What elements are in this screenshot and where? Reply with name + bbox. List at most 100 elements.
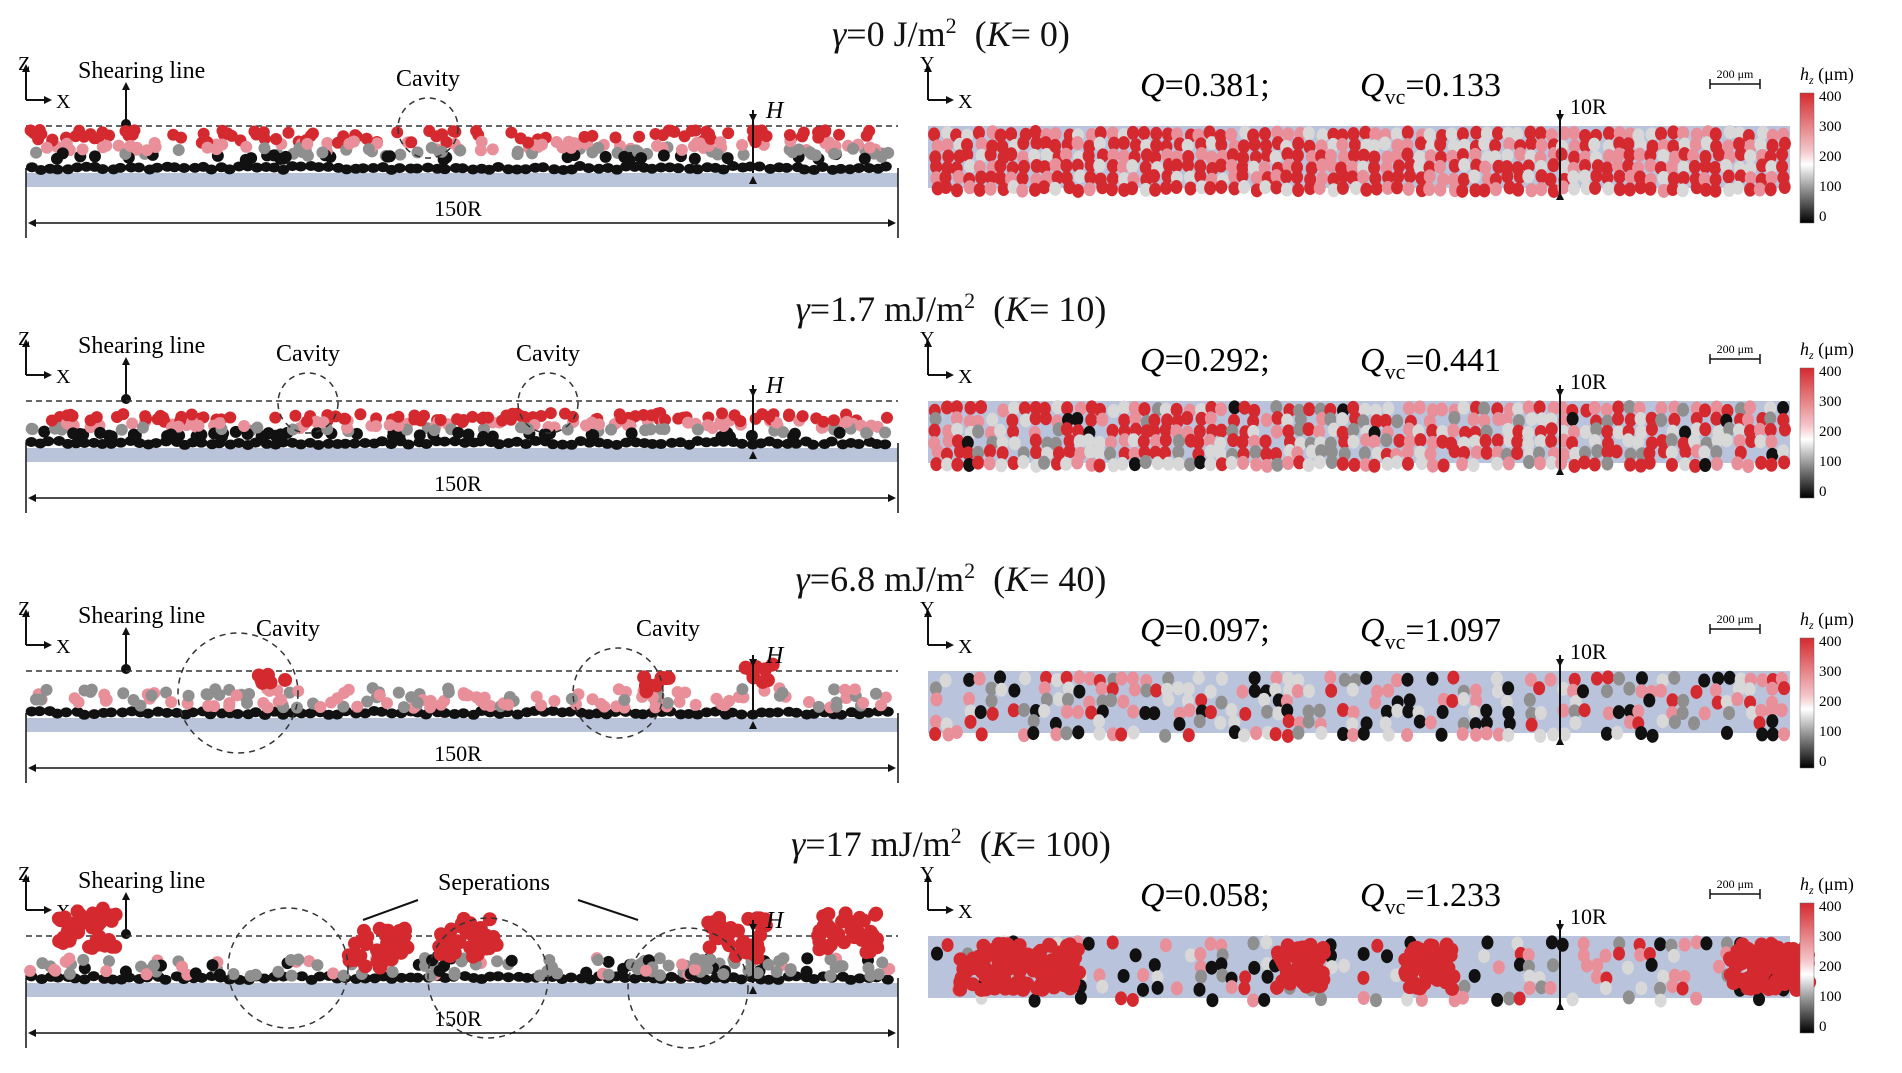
- axis-x-top-label: X: [958, 366, 973, 388]
- panel-title: γ=0 J/m2 (K= 0): [832, 13, 1070, 54]
- axis-y-label: Y: [920, 598, 934, 620]
- scale-bar-label: 200 μm: [1717, 342, 1754, 356]
- h-arrow-top: [749, 659, 757, 667]
- shearing-line-label: Shearing line: [78, 58, 205, 84]
- cavity-circle: [397, 97, 459, 159]
- colorbar-tick: 0: [1819, 1019, 1827, 1035]
- substrate: [26, 718, 898, 732]
- superscript: 2: [964, 288, 976, 313]
- y-axis-arrow: [924, 64, 932, 72]
- colorbar-tick: 200: [1819, 694, 1842, 710]
- cavity-circle: [517, 372, 579, 434]
- h-marker-label: H: [765, 373, 785, 399]
- qvc-label: Qvc=0.133: [1360, 67, 1501, 109]
- h-arrow-top: [749, 389, 757, 397]
- gamma-symbol: γ: [832, 14, 847, 54]
- qvc-label: Qvc=1.233: [1360, 877, 1501, 919]
- panel-title: γ=1.7 mJ/m2 (K= 10): [795, 288, 1107, 329]
- annotation-label: Cavity: [256, 616, 320, 642]
- top-particles: [928, 125, 1791, 198]
- separation-circle: [227, 907, 349, 1029]
- axis-x-label: X: [56, 636, 71, 658]
- x-axis-arrow: [44, 371, 52, 379]
- y-axis-arrow: [924, 339, 932, 347]
- axis-y-label: Y: [920, 53, 934, 75]
- x-axis-top-arrow: [946, 906, 954, 914]
- x-axis-top-arrow: [946, 371, 954, 379]
- colorbar-tick: 400: [1819, 89, 1842, 105]
- colorbar: [1799, 637, 1815, 769]
- scale-bar-label: 200 μm: [1717, 612, 1754, 626]
- colorbar-title: hz (μm): [1800, 64, 1854, 87]
- axis-x-top-label: X: [958, 636, 973, 658]
- superscript: 2: [950, 823, 962, 848]
- cavity-circle: [177, 632, 299, 754]
- top-particles: [928, 400, 1791, 473]
- length-arrow-right: [888, 219, 896, 227]
- cavity-circle: [572, 647, 664, 739]
- annotation-label: Cavity: [516, 341, 580, 367]
- colorbar-tick: 200: [1819, 959, 1842, 975]
- scale-bar-label: 200 μm: [1717, 877, 1754, 891]
- x-axis-arrow: [44, 641, 52, 649]
- q-label: Q=0.381;: [1140, 67, 1270, 104]
- x-axis-arrow: [44, 906, 52, 914]
- k-symbol: K: [986, 14, 1011, 54]
- colorbar-tick: 100: [1819, 724, 1842, 740]
- h-arrow-bottom: [749, 451, 757, 459]
- qvc-label: Qvc=1.097: [1360, 612, 1501, 654]
- width-arrow-bottom: [1556, 1002, 1564, 1010]
- width-arrow-top: [1556, 924, 1564, 932]
- superscript: 2: [964, 558, 976, 583]
- substrate: [26, 983, 898, 997]
- q-label: Q=0.097;: [1140, 612, 1270, 649]
- z-axis-arrow: [22, 874, 30, 882]
- substrate: [26, 448, 898, 462]
- panel-title: γ=17 mJ/m2 (K= 100): [791, 823, 1111, 864]
- separation-circle: [427, 917, 549, 1039]
- colorbar-title: hz (μm): [1800, 339, 1854, 362]
- length-label: 150R: [434, 741, 482, 766]
- h-arrow-top: [749, 114, 757, 122]
- width-arrow-bottom: [1556, 737, 1564, 745]
- length-arrow-left: [28, 494, 36, 502]
- colorbar-tick: 100: [1819, 179, 1842, 195]
- colorbar: [1799, 367, 1815, 499]
- length-arrow-right: [888, 494, 896, 502]
- k-value: = 40): [1029, 559, 1107, 599]
- z-axis-arrow: [22, 339, 30, 347]
- gamma-value: =1.7 mJ/m: [809, 289, 965, 329]
- axis-y-label: Y: [920, 328, 934, 350]
- width-marker-label: 10R: [1570, 639, 1607, 664]
- colorbar-tick: 0: [1819, 754, 1827, 770]
- shearing-line-label: Shearing line: [78, 868, 205, 894]
- colorbar-tick: 400: [1819, 364, 1842, 380]
- side-particles: [24, 124, 895, 175]
- colorbar: [1799, 902, 1815, 1034]
- gamma-value: =6.8 mJ/m: [809, 559, 965, 599]
- colorbar-tick: 0: [1819, 484, 1827, 500]
- colorbar-tick: 400: [1819, 899, 1842, 915]
- q-label: Q=0.292;: [1140, 342, 1270, 379]
- gamma-value: =17 mJ/m: [805, 824, 951, 864]
- shearing-arrow-head: [122, 627, 130, 635]
- shearing-line-label: Shearing line: [78, 603, 205, 629]
- axis-y-label: Y: [920, 863, 934, 885]
- length-arrow-left: [28, 764, 36, 772]
- shearing-arrow-head: [122, 82, 130, 90]
- h-marker-label: H: [765, 643, 785, 669]
- colorbar-tick: 400: [1819, 634, 1842, 650]
- top-particles: [929, 670, 1791, 743]
- annotation-label: Seperations: [438, 870, 550, 896]
- side-particles: [24, 901, 896, 985]
- shearing-marker: [121, 664, 131, 674]
- y-axis-arrow: [924, 609, 932, 617]
- x-axis-arrow: [44, 96, 52, 104]
- axis-x-label: X: [56, 91, 71, 113]
- length-label: 150R: [434, 471, 482, 496]
- q-label: Q=0.058;: [1140, 877, 1270, 914]
